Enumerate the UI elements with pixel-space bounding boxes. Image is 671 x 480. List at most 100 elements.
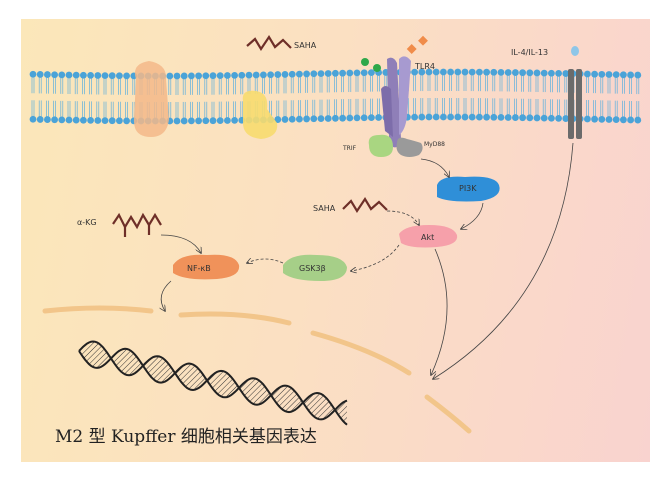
lipid-head [634,71,642,79]
saha-molecule-mid [342,196,388,214]
lipid-head [339,114,346,122]
lipid-head [490,113,498,121]
arrow-akt-to-nucleus [431,248,448,375]
lipid-head [476,68,483,76]
lipid-head [296,70,303,78]
lipid-head [605,71,613,78]
lipid-head [80,71,87,79]
trif-adaptor [368,134,393,157]
ligand-green-dot-2 [373,64,381,72]
ligand-orange-diamond-2 [418,35,428,46]
lipid-head [36,116,44,123]
arrow-pi3k-to-akt [461,202,484,229]
lipid-head [555,69,562,77]
lipid-head [418,68,426,76]
lipid-head [310,70,318,78]
lipid-head [36,71,44,78]
lipid-head [461,113,469,121]
lipid-head [476,113,483,121]
lipid-head [526,114,534,122]
lipid-head [310,115,318,123]
ligand-orange-diamond-1 [406,44,417,54]
lipid-head [526,69,534,77]
lipid-head [94,117,102,124]
lipid-head [58,116,66,124]
lipid-head [483,113,490,121]
lipid-head [108,72,116,80]
myd88-label: MyD88 [424,141,445,148]
arrow-il-receptor-to-nucleus [433,142,574,379]
dna-double-helix [78,340,348,426]
lipid-head [411,113,418,121]
il4-il13-receptor [568,69,582,139]
pathway-diagram: TLR4 TRIF MyD88 IL-4/IL-13 SAHA PI3K SAH… [29,34,642,434]
lipid-head [224,72,231,79]
akt-node [399,225,458,248]
lipid-head [461,68,469,76]
lipid-head [324,70,332,77]
arrow-tlr4-to-pi3k [420,158,449,177]
lipid-head [360,114,368,122]
figure-caption: M2 型 Kupffer 细胞相关基因表达 [55,427,317,447]
lipid-head [584,115,591,123]
lipid-head [519,114,526,122]
lipid-head [317,115,325,123]
lipid-head [533,69,541,77]
lipid-head [216,72,224,80]
saha-molecule-top [246,34,292,52]
lipid-head [166,72,174,80]
lipid-head [339,69,346,77]
saha-mid-label: SAHA [313,204,336,213]
lipid-head [432,113,440,121]
lipid-head [231,116,239,124]
membrane-lipid-tails [31,75,640,118]
arrow-akg-to-nfkb [160,234,201,253]
lipid-head [173,117,181,125]
lipid-head [72,71,80,79]
membrane-protein-yellow [242,90,278,139]
cell-membrane [29,68,642,125]
lipid-head [591,70,598,78]
myd88-adaptor [396,137,423,157]
membrane-top-heads [29,68,642,80]
lipid-head [252,71,260,79]
lipid-head [44,71,51,78]
lipid-head [281,116,289,123]
lipid-head [548,114,555,122]
lipid-head [353,69,361,77]
lipid-head [425,113,433,121]
lipid-head [101,72,109,80]
lipid-head [447,113,454,121]
lipid-head [29,115,37,123]
lipid-head [425,68,433,76]
lipid-head [274,71,282,78]
tlr4-label: TLR4 [414,62,435,71]
lipid-head [44,116,51,123]
lipid-head [454,113,462,121]
arrow-nfkb-to-nucleus [161,280,172,311]
arrow-saha-to-akt [386,210,419,225]
lipid-head [375,114,382,121]
lipid-head [483,68,490,76]
lipid-head [598,70,606,78]
lipid-head [173,72,181,80]
lipid-head [116,117,123,125]
lipid-head [440,113,447,121]
akg-molecule [112,212,162,230]
lipid-head [562,70,570,77]
lipid-head [51,116,58,124]
lipid-head [540,114,548,122]
lipid-head [519,69,526,77]
lipid-head [533,114,541,122]
lipid-head [94,72,102,79]
lipid-head [468,68,476,76]
lipid-head [490,68,498,76]
lipid-head [267,71,274,79]
lipid-head [195,72,203,80]
lipid-head [512,69,519,76]
lipid-head [634,116,642,124]
lipid-head [274,116,282,123]
lipid-head [605,116,613,123]
lipid-head [324,115,332,122]
lipid-head [303,70,310,78]
